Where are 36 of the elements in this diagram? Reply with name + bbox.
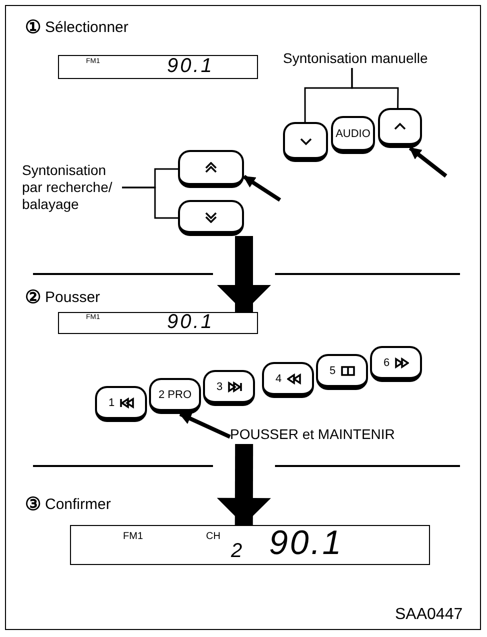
seek-up-button [178, 150, 244, 188]
step-number: ① [25, 18, 41, 38]
preset-button: 1 [95, 386, 147, 422]
arrow [408, 146, 448, 178]
preset-button: 6 [370, 346, 422, 382]
tune-down-button [283, 122, 328, 162]
seek-down-button [178, 200, 244, 236]
callout-label: Syntonisation manuelle [283, 50, 473, 68]
step-number: ③ [25, 495, 41, 515]
frequency-readout: 90.1 [269, 525, 344, 562]
channel-indicator: CH [206, 531, 220, 542]
lcd-display [58, 55, 258, 79]
step-heading: Pousser [45, 290, 100, 306]
lcd-display [70, 525, 430, 565]
leader-line [122, 186, 178, 219]
preset-button: 5 [316, 354, 368, 390]
leader-line [351, 68, 399, 108]
block-arrow [216, 444, 271, 526]
instruction-text: POUSSER et MAINTENIR [230, 426, 450, 444]
step-heading: Sélectionner [45, 20, 128, 36]
figure-code: SAA0447 [395, 606, 463, 624]
band-indicator: FM1 [123, 531, 143, 542]
callout-label: Syntonisation par recherche/ balayage [22, 162, 122, 213]
step-number: ② [25, 288, 41, 308]
frequency-readout: 90.1 [167, 311, 214, 333]
preset-button: 2 PRO [149, 378, 201, 414]
tune-up-button [378, 108, 422, 148]
lcd-display [58, 312, 258, 334]
arrow [242, 174, 282, 202]
preset-button: 3 [203, 370, 255, 406]
preset-button: 4 [262, 362, 314, 398]
arrow [179, 412, 231, 439]
frequency-readout: 90.1 [167, 55, 214, 77]
step-heading: Confirmer [45, 497, 111, 514]
audio-button: AUDIO [331, 116, 375, 154]
channel-number: 2 [231, 540, 244, 562]
